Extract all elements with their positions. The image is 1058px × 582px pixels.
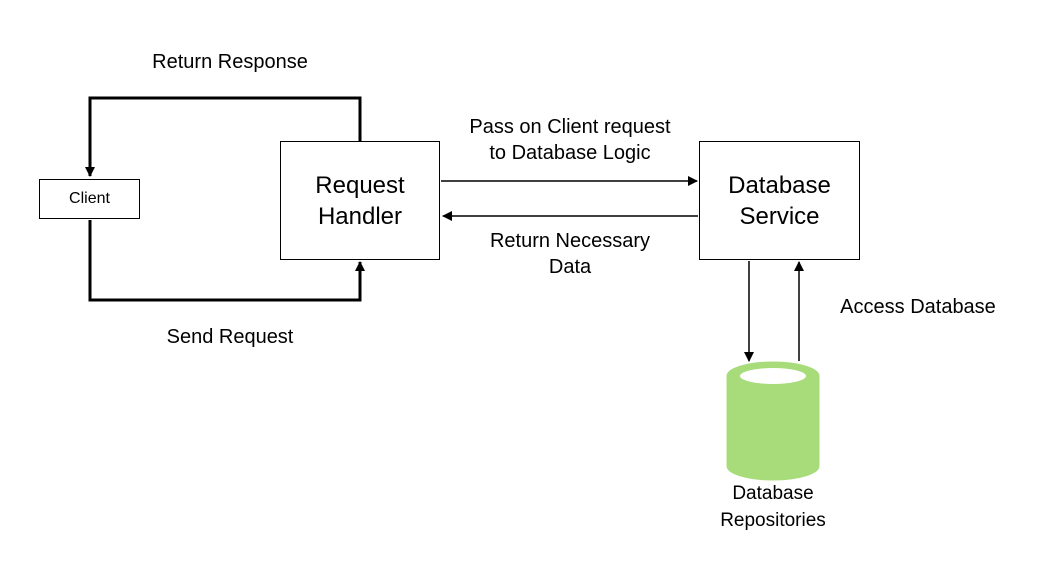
request-handler-node: Request Handler (280, 141, 440, 260)
database-repositories-label: Database Repositories (673, 480, 873, 534)
pass-on-label-line2: to Database Logic (489, 142, 651, 164)
return-response-label: Return Response (152, 51, 308, 73)
database-cylinder-opening (740, 368, 806, 384)
pass-on-label: Pass on Client request to Database Logic (440, 114, 700, 166)
database-service-node: Database Service (699, 141, 860, 260)
database-service-label: Database Service (728, 170, 831, 232)
database-repositories-label-line2: Repositories (720, 510, 826, 531)
request-handler-label: Request Handler (315, 170, 404, 232)
client-node: Client (39, 179, 140, 219)
access-database-label: Access Database (840, 296, 996, 318)
request-handler-label-line1: Request (315, 171, 405, 199)
database-service-label-line1: Database (728, 171, 831, 199)
send-request-label: Send Request (166, 326, 294, 348)
return-data-label: Return Necessary Data (460, 228, 680, 280)
return-data-label-line1: Return Necessary (489, 230, 651, 252)
send-request-connector (88, 220, 365, 302)
database-repositories-label-line1: Database (732, 483, 814, 504)
database-service-label-line2: Service (739, 202, 820, 230)
database-cylinder-icon (726, 361, 820, 481)
return-data-label-line2: Data (548, 256, 592, 278)
request-handler-label-line2: Handler (317, 202, 403, 230)
database-cylinder-body (726, 375, 820, 481)
client-label: Client (69, 190, 110, 207)
return-response-connector (85, 96, 362, 177)
pass-on-label-line1: Pass on Client request (469, 116, 671, 138)
